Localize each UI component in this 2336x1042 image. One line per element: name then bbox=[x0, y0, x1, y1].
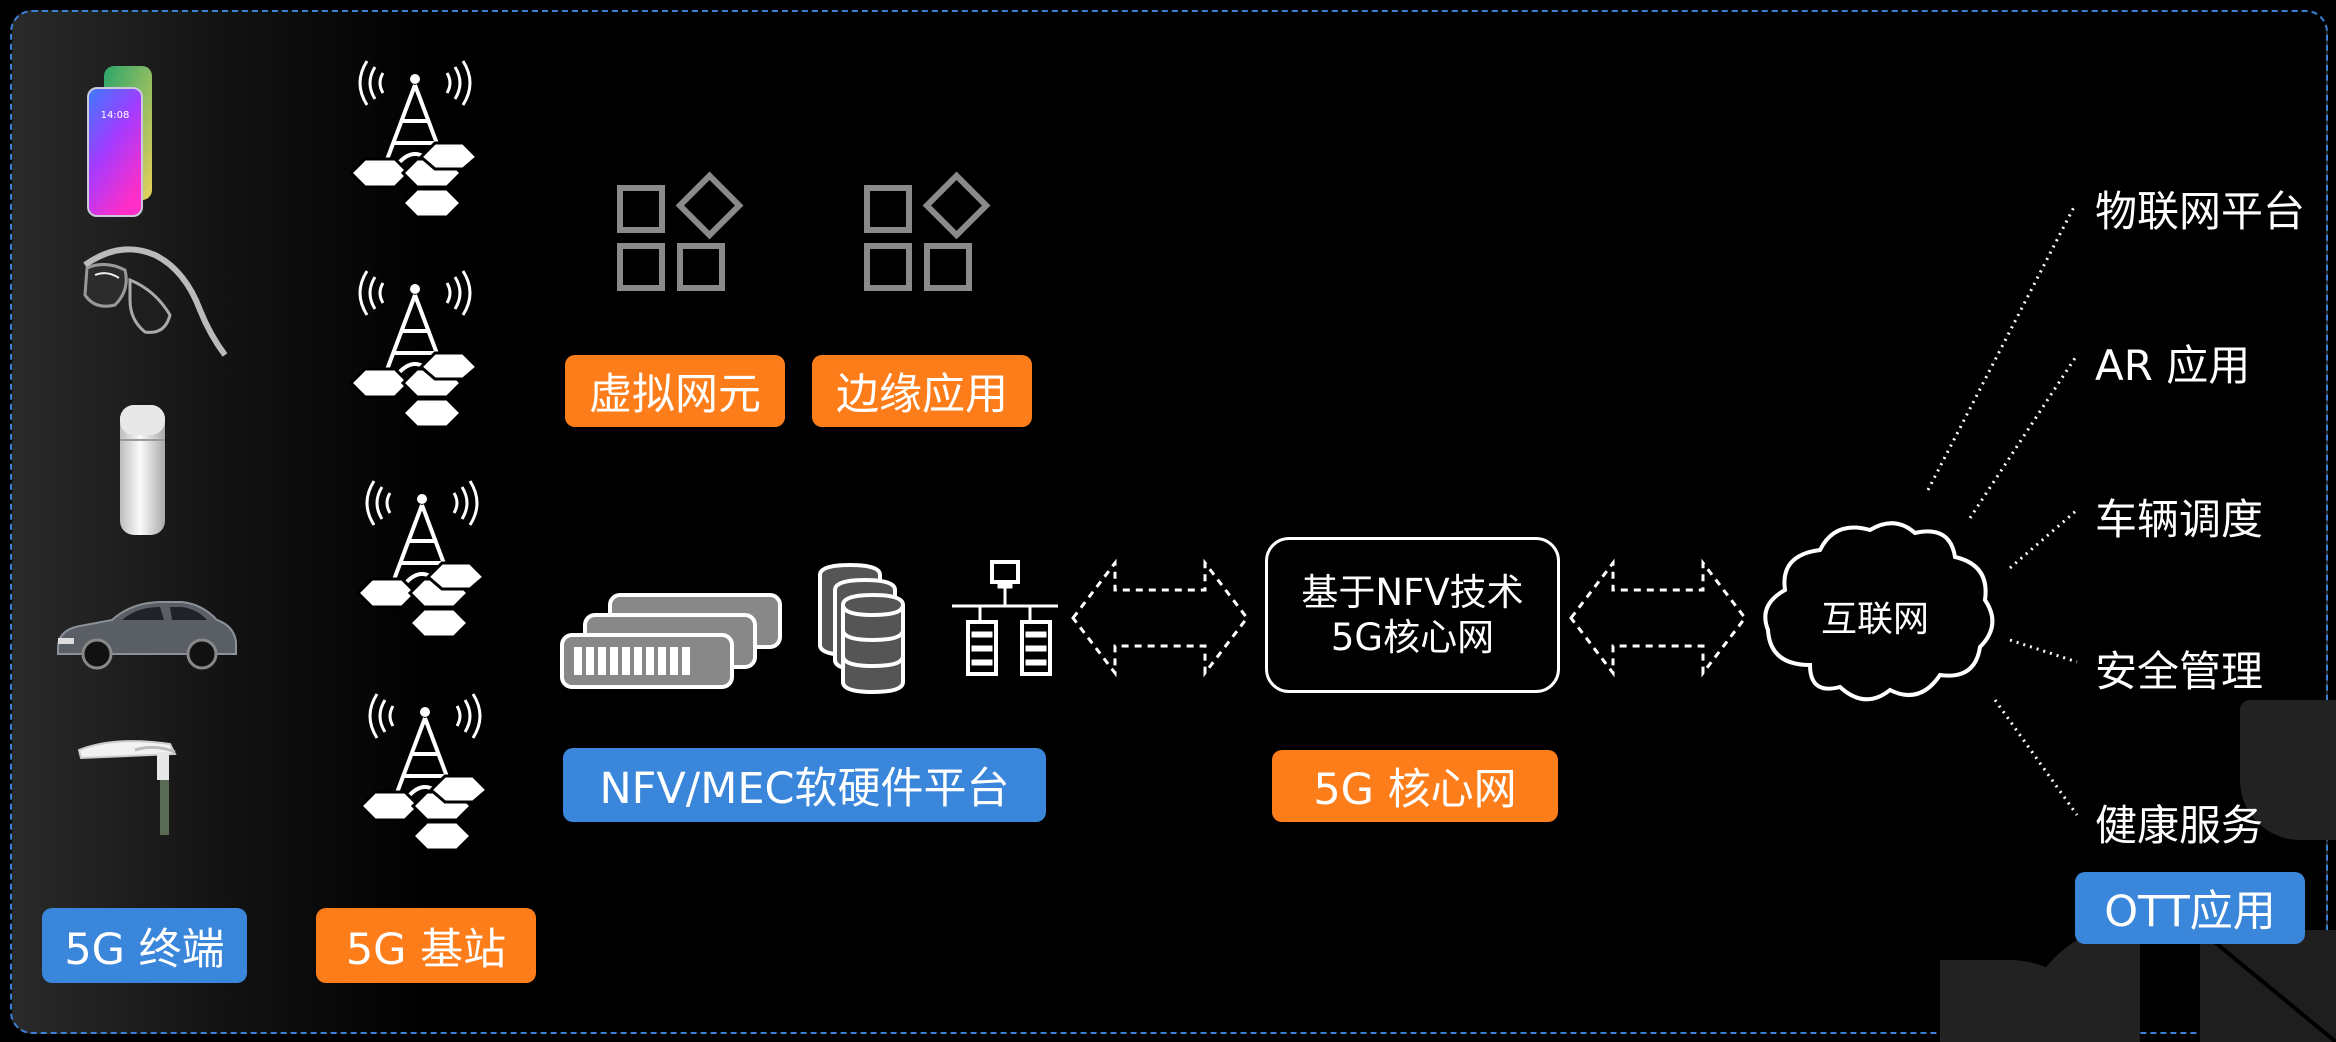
bidirectional-arrow-icon bbox=[1569, 558, 1747, 678]
core-box-line1: 基于NFV技术 bbox=[1301, 570, 1524, 614]
database-icon bbox=[818, 562, 905, 695]
terminals-label: 5G 终端 bbox=[42, 908, 247, 983]
network-servers-icon bbox=[952, 560, 1058, 676]
ott-app-item: AR 应用 bbox=[2095, 341, 2251, 390]
apps-grid-icon bbox=[617, 171, 744, 291]
base-station-icon bbox=[348, 270, 480, 429]
core-network-box: 基于NFV技术 5G核心网 bbox=[1265, 537, 1560, 693]
base-station-icon bbox=[355, 480, 487, 639]
ott-label: OTT应用 bbox=[2075, 872, 2305, 944]
ott-app-item: 安全管理 bbox=[2095, 647, 2264, 696]
bidirectional-arrow-icon bbox=[1071, 558, 1249, 678]
server-rack-icon bbox=[560, 593, 782, 689]
base-station-icon bbox=[358, 693, 490, 852]
core-box-line2: 5G核心网 bbox=[1330, 616, 1495, 659]
ott-app-item: 物联网平台 bbox=[2095, 187, 2306, 236]
ott-connector-lines bbox=[1926, 204, 2079, 816]
phone-icon: 14:08 bbox=[87, 66, 152, 217]
smart-speaker-icon bbox=[120, 405, 165, 535]
base-station-icon bbox=[348, 60, 480, 219]
internet-label: 互联网 bbox=[1820, 599, 1929, 640]
virtual-ne-label: 虚拟网元 bbox=[565, 355, 785, 427]
apps-grid-icon bbox=[864, 171, 991, 291]
base-stations-label: 5G 基站 bbox=[316, 908, 536, 983]
ott-app-item: 车辆调度 bbox=[2095, 495, 2264, 544]
ott-app-item: 健康服务 bbox=[2095, 801, 2264, 850]
cloud-icon bbox=[1763, 521, 1995, 702]
phone-time: 14:08 bbox=[101, 110, 130, 121]
core-network-label: 5G 核心网 bbox=[1272, 750, 1558, 822]
car-icon bbox=[57, 601, 237, 670]
street-light-icon bbox=[77, 740, 177, 835]
edge-apps-label: 边缘应用 bbox=[812, 355, 1032, 427]
vr-glasses-icon bbox=[83, 246, 228, 357]
nfv-platform-label: NFV/MEC软硬件平台 bbox=[563, 748, 1046, 822]
